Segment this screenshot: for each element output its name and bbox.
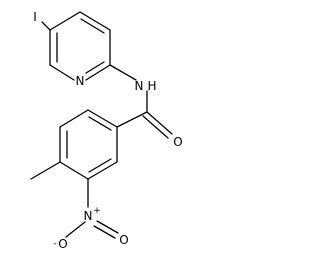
chemical-structure-diagram: I N N H O N + O - O xyxy=(30,10,183,251)
bond-methyl xyxy=(30,161,61,180)
bond-benzene-c2-c3 xyxy=(59,109,89,128)
atom-nitro-oxygen-double-label: O xyxy=(119,233,128,247)
bond-benzene-c4-c5 xyxy=(59,161,89,180)
bond-nitro-n-o-double xyxy=(96,220,119,234)
atom-nitro-nitrogen-label: N xyxy=(84,209,93,223)
atom-amide-hydrogen-label: H xyxy=(147,79,156,93)
bond-carbonyl-oxygen xyxy=(146,111,173,135)
bond-pyridine-c4-c3-inner xyxy=(80,18,105,34)
benzene-ring xyxy=(59,109,118,180)
atom-carbonyl-oxygen-label: O xyxy=(173,135,182,149)
bond-benzene-c1-c2-inner xyxy=(88,116,112,131)
atom-nitro-oxygen-charge: - xyxy=(53,239,56,249)
bond-benzene-c1-c2 xyxy=(87,109,118,128)
atom-iodine-label: I xyxy=(33,10,37,24)
bond-pyridine-n1-c6 xyxy=(49,64,75,81)
bond-carbonyl-benzene xyxy=(116,111,148,128)
bond-pyridine-c2-n1 xyxy=(85,64,111,81)
atom-nitro-oxygen-single-label: O xyxy=(58,237,67,251)
atom-pyridine-nitrogen-label: N xyxy=(76,74,85,88)
bond-nitro-n-o-single xyxy=(65,221,86,238)
bond-c5-iodine xyxy=(41,21,51,31)
bond-benzene-c5-c6-inner xyxy=(88,158,112,173)
bond-carbonyl-oxygen-double xyxy=(142,115,169,139)
pyridine-ring xyxy=(49,11,111,81)
atom-amide-nitrogen-label: N xyxy=(135,79,144,93)
bond-benzene-c5-c6 xyxy=(87,161,118,180)
atom-nitro-nitrogen-charge: + xyxy=(93,206,101,216)
bond-pyridine-c4-c3 xyxy=(79,11,111,31)
bond-pyridine-c2-n1-inner xyxy=(85,61,105,74)
bond-c2-amide-n xyxy=(109,64,137,81)
bond-pyridine-c5-c4 xyxy=(49,11,81,31)
bond-nitro-n-o-double-inner xyxy=(93,225,116,239)
